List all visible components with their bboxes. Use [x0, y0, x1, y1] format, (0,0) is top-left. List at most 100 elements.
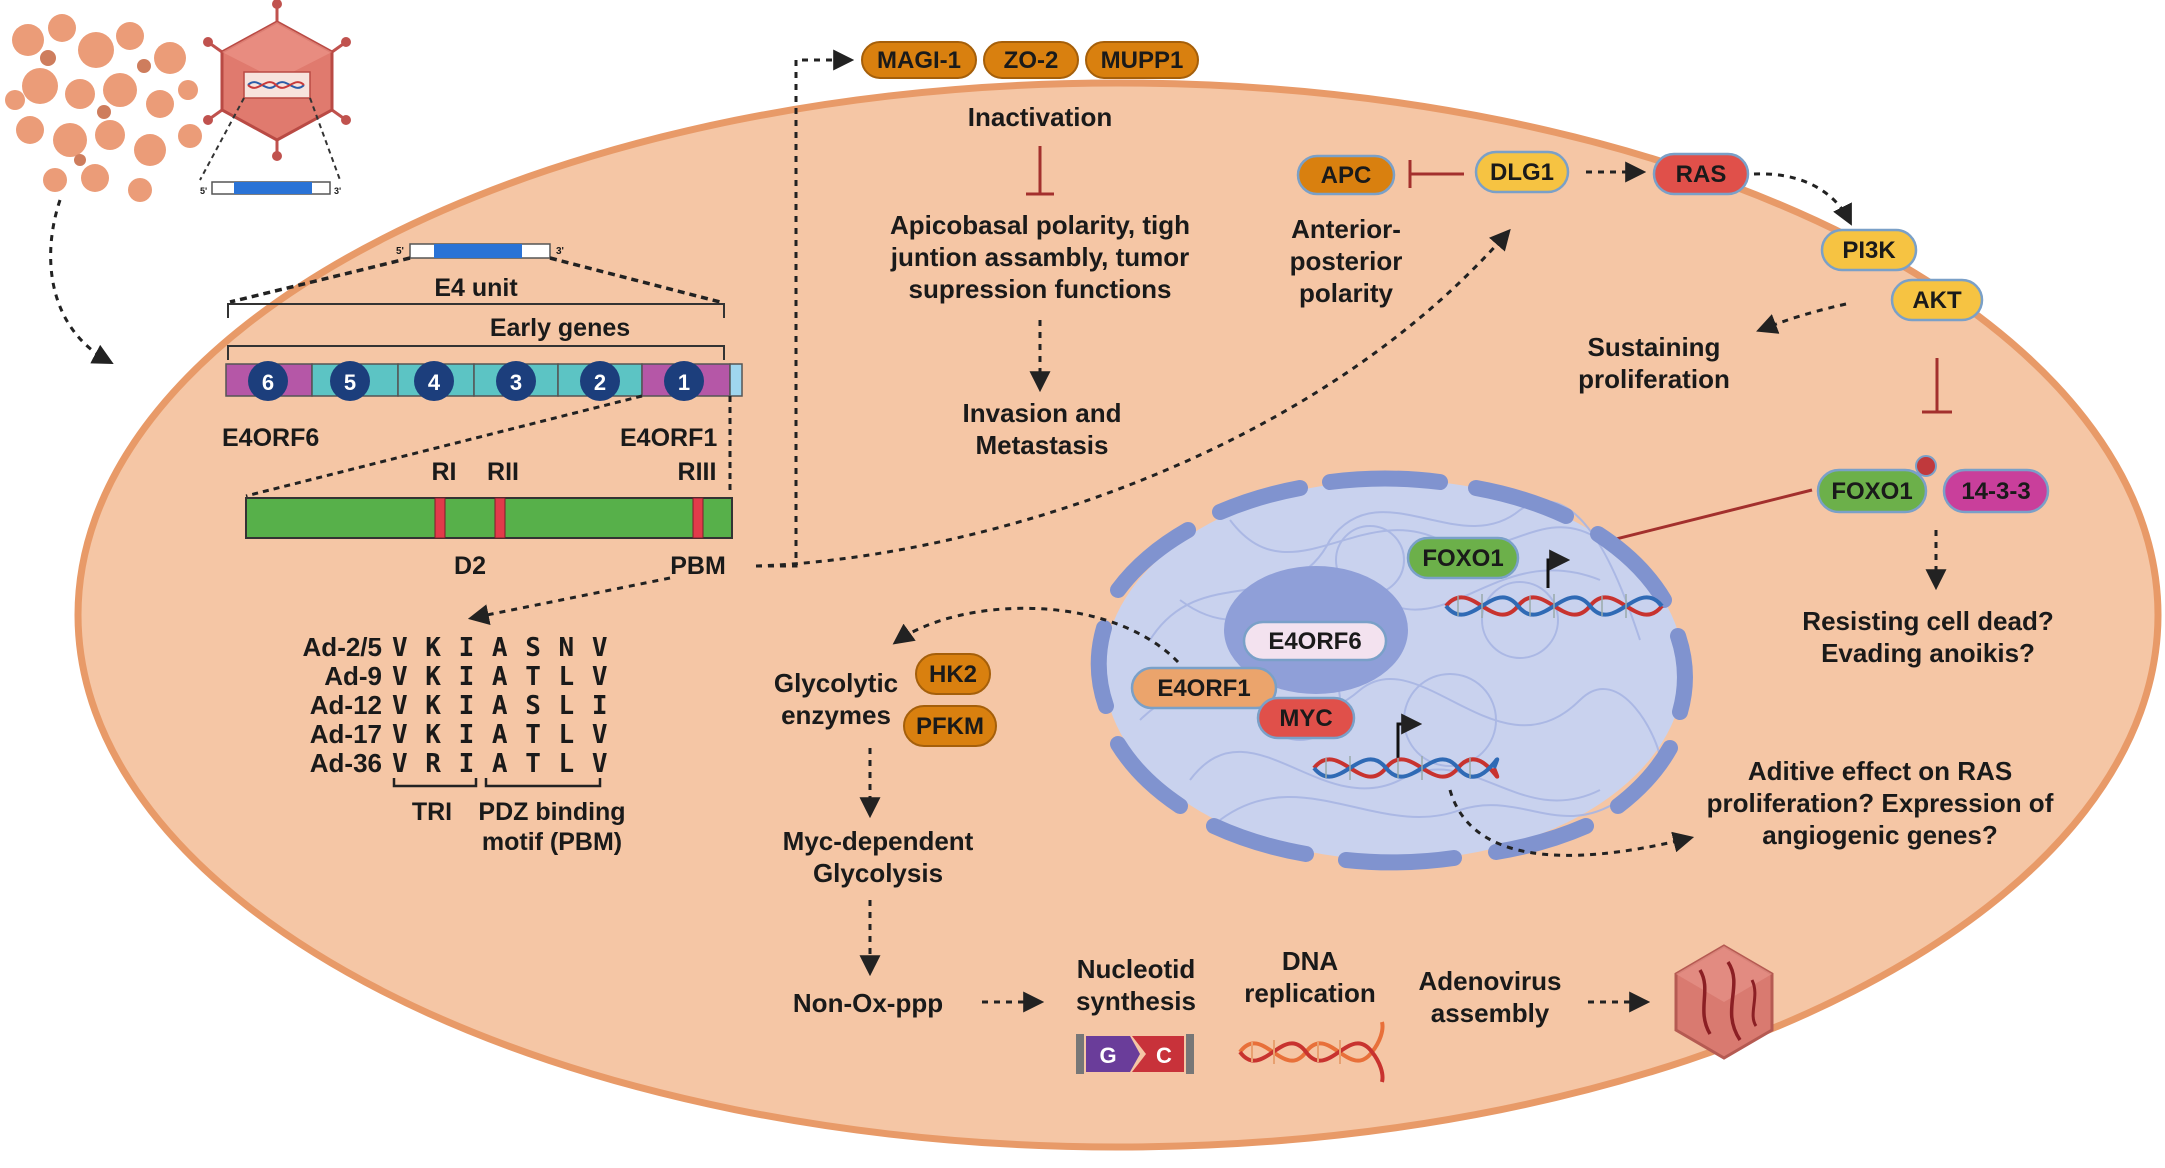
polarity-text-1: Apicobasal polarity, tigh: [890, 210, 1190, 240]
nonox-text: Non-Ox-ppp: [793, 988, 943, 1018]
pi3k-pill: [1820, 228, 1918, 272]
nucleotid-text-1: Nucleotid: [1077, 954, 1195, 984]
dna-helix-lower: [1312, 756, 1500, 780]
foxo1-text: FOXO1: [1831, 478, 1912, 505]
rii-label: RII: [487, 458, 519, 486]
apc-pill: [1296, 154, 1396, 196]
pi3k-text: PI3K: [1842, 237, 1896, 264]
nucleus: [1090, 470, 1693, 871]
foxo1-nuclear-pill: [1406, 536, 1520, 580]
infected-cells-icon: [5, 14, 202, 202]
anterior-text-3: polarity: [1299, 278, 1393, 308]
aditive-text-2: proliferation? Expression of: [1707, 788, 2054, 818]
myc-glycolysis-text-1: Myc-dependent: [783, 826, 974, 856]
early-genes-bracket: [227, 345, 725, 360]
e4-unit-label: E4 unit: [434, 274, 518, 302]
pdz-label-2: motif (PBM): [482, 828, 622, 856]
nucleotid-text-2: synthesis: [1076, 986, 1196, 1016]
mupp1-text: MUPP1: [1101, 47, 1184, 74]
exon-5: 5: [344, 370, 356, 395]
anterior-text-1: Anterior-: [1291, 214, 1401, 244]
entry-arrow: [49, 199, 114, 364]
genome-small: 5' 3': [200, 181, 341, 196]
resisting-text-1: Resisting cell dead?: [1802, 606, 2053, 636]
e4-bracket: [227, 303, 725, 318]
p1433-text: 14-3-3: [1961, 478, 2030, 505]
e4orf1-label: E4ORF1: [620, 424, 717, 452]
exon-markers: [248, 361, 704, 401]
exon-6: 6: [262, 370, 274, 395]
pfkm-pill: [903, 705, 997, 747]
seq-name: Ad-2/5: [303, 632, 382, 662]
mupp1-pill: [1085, 41, 1199, 79]
dna-replication-text-2: replication: [1244, 978, 1375, 1008]
invasion-text-1: Invasion and: [963, 398, 1122, 428]
e4orf6-nuclear-pill: [1242, 620, 1388, 662]
dlg1-text: DLG1: [1490, 159, 1554, 186]
d2-label: D2: [454, 552, 486, 580]
nucleotide-c: C: [1156, 1043, 1172, 1068]
seq-residues: V K I A T L V: [392, 662, 609, 692]
svg-text:3': 3': [556, 246, 564, 257]
aditive-text-3: angiogenic genes?: [1762, 820, 1998, 850]
seq-residues: V K I A S N V: [392, 633, 609, 663]
riii-label: RIII: [678, 458, 717, 486]
myc-glycolysis-text-2: Glycolysis: [813, 858, 943, 888]
e4orf1-cyt-pill: [1130, 666, 1278, 710]
genome-zoom-lines: [199, 97, 341, 181]
glycolytic-text-2: enzymes: [781, 700, 891, 730]
sustaining-text-1: Sustaining: [1588, 332, 1721, 362]
pdz-label-1: PDZ binding: [478, 798, 625, 826]
e4orf6-label: E4ORF6: [222, 424, 319, 452]
resisting-text-2: Evading anoikis?: [1821, 638, 2035, 668]
e4-gene-small: 5' 3': [396, 243, 564, 259]
akt-pill: [1890, 278, 1984, 322]
exon-3: 3: [510, 370, 522, 395]
seq-name: Ad-17: [310, 719, 382, 749]
aditive-text-1: Aditive effect on RAS: [1748, 756, 2012, 786]
seq-residues: V K I A S L I: [392, 691, 609, 721]
hk2-pill: [915, 653, 991, 695]
seq-residues: V K I A T L V: [392, 720, 609, 750]
seq-residues: V R I A T L V: [392, 749, 609, 779]
exon-2: 2: [594, 370, 606, 395]
zo2-pill: [983, 41, 1079, 79]
ras-pill: [1652, 152, 1750, 196]
zo2-text: ZO-2: [1004, 47, 1059, 74]
foxo1-nuclear-text: FOXO1: [1422, 545, 1503, 572]
inactivation-label: Inactivation: [968, 102, 1112, 132]
polarity-text-3: supression functions: [909, 274, 1172, 304]
exon-1: 1: [678, 370, 690, 395]
tri-label: TRI: [412, 798, 452, 826]
polarity-text-2: juntion assambly, tumor: [890, 242, 1190, 272]
pfkm-text: PFKM: [916, 713, 984, 740]
seq-name: Ad-12: [310, 690, 382, 720]
seq-name: Ad-36: [310, 748, 382, 778]
magi1-text: MAGI-1: [877, 47, 961, 74]
glycolytic-text-1: Glycolytic: [774, 668, 898, 698]
magi1-pill: [861, 41, 977, 79]
inhibit-apc: [1408, 160, 1464, 188]
seq-name: Ad-9: [324, 661, 382, 691]
svg-text:3': 3': [334, 186, 341, 196]
myc-pill: [1256, 696, 1356, 740]
p1433-pill: [1942, 468, 2050, 514]
e4orf1-protein-bar: [245, 497, 733, 539]
early-genes-label: Early genes: [490, 314, 630, 342]
virion-assembly-icon: [1674, 944, 1774, 1060]
hk2-text: HK2: [929, 661, 977, 688]
anterior-text-2: posterior: [1290, 246, 1403, 276]
exon-4: 4: [428, 370, 441, 395]
dlg1-pill: [1474, 150, 1570, 194]
phospho-icon: [1915, 455, 1937, 477]
dna-replication-icon: [1238, 1021, 1385, 1083]
adenovirus-icon: [203, 0, 351, 161]
inhibit-inactivation: [1026, 146, 1054, 196]
adenovirus-assembly-text-2: assembly: [1431, 998, 1550, 1028]
nucleotide-g: G: [1099, 1043, 1116, 1068]
svg-text:5': 5': [396, 246, 404, 257]
myc-text: MYC: [1279, 705, 1332, 732]
svg-text:5': 5': [200, 186, 207, 196]
e4orf1-cyt-text: E4ORF1: [1157, 675, 1250, 702]
